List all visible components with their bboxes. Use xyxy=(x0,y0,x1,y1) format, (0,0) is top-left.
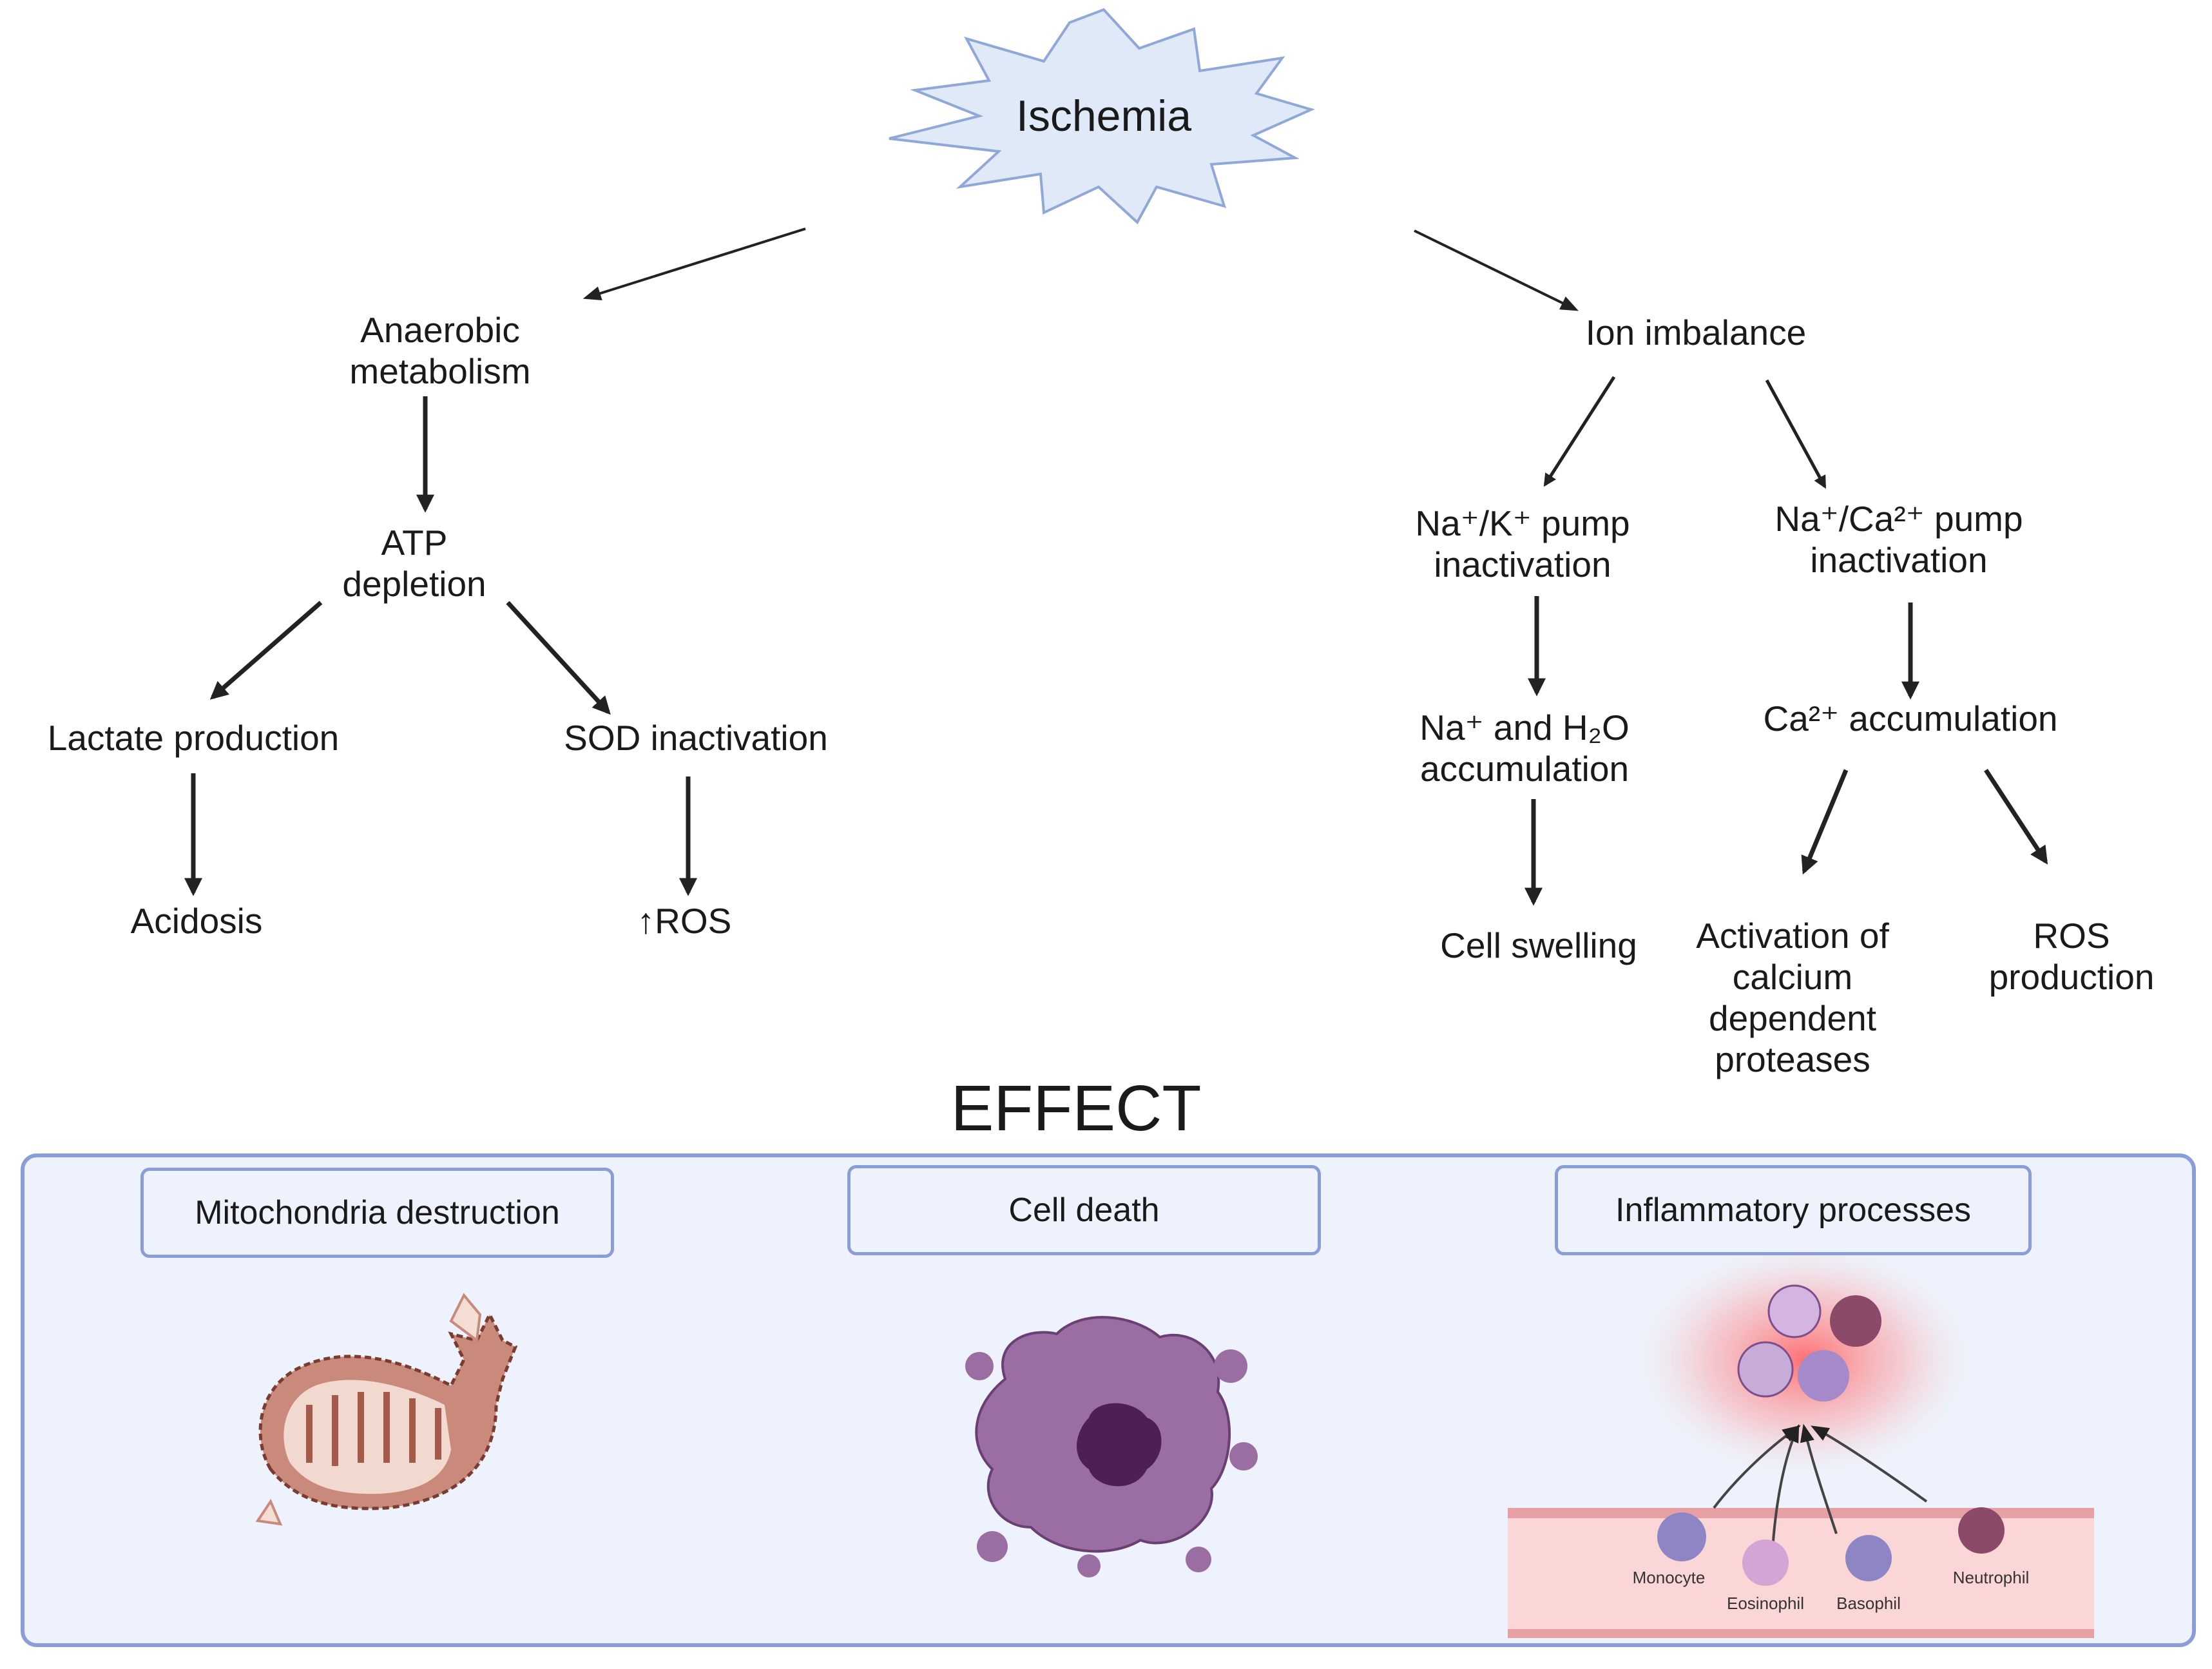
node-ros-increase: ↑ROS xyxy=(637,901,732,941)
cell-label-eosinophil: Eosinophil xyxy=(1727,1594,1804,1613)
node-na-h2o-accumulation: Na⁺ and H₂O accumulation xyxy=(1419,708,1630,789)
cell-label-basophil: Basophil xyxy=(1836,1594,1901,1613)
panel-mitochondria-destruction: Mitochondria destruction xyxy=(140,1168,614,1258)
node-calcium-proteases: Activation of calcium dependent protease… xyxy=(1696,916,1889,1079)
node-ros-production: ROS production xyxy=(1988,916,2155,997)
arrows xyxy=(184,227,2048,906)
node-ischemia: Ischemia xyxy=(1015,92,1192,140)
mitochondrion-illustration xyxy=(255,1293,518,1526)
cell-label-monocyte: Monocyte xyxy=(1633,1568,1706,1587)
arrow-ca-proteases xyxy=(1801,769,1849,875)
inflammation-illustration: Monocyte Eosinophil Basophil Neutrophil xyxy=(1508,1244,2094,1638)
arrow-ion-naca xyxy=(1765,379,1827,489)
cell-death-illustration xyxy=(965,1316,1258,1577)
arrow-ion-nak xyxy=(1543,376,1616,487)
node-nak-pump: Na⁺/K⁺ pump inactivation xyxy=(1415,503,1630,584)
node-ca-accumulation: Ca²⁺ accumulation xyxy=(1763,699,2058,738)
node-sod-inactivation: SOD inactivation xyxy=(564,718,828,758)
effect-heading: EFFECT xyxy=(950,1072,1202,1144)
node-cell-swelling: Cell swelling xyxy=(1440,925,1637,965)
node-naca-pump: Na⁺/Ca²⁺ pump inactivation xyxy=(1774,499,2023,580)
arrow-atp-sod xyxy=(506,601,611,715)
ischemia-starburst xyxy=(889,8,1315,225)
panel-inflammatory-processes: Inflammatory processes xyxy=(1555,1165,2032,1255)
panel-cell-death: Cell death xyxy=(847,1165,1321,1255)
arrow-atp-lactate xyxy=(209,601,323,700)
node-ion-imbalance: Ion imbalance xyxy=(1585,313,1807,352)
node-atp-depletion: ATP depletion xyxy=(342,523,486,604)
node-lactate-production: Lactate production xyxy=(47,718,340,758)
node-acidosis: Acidosis xyxy=(130,901,263,941)
arrow-ischemia-ion xyxy=(1414,229,1579,311)
cell-label-neutrophil: Neutrophil xyxy=(1953,1568,2030,1587)
node-anaerobic-metabolism: Anaerobic metabolism xyxy=(349,310,531,391)
arrow-ca-ros xyxy=(1984,769,2048,865)
arrow-ischemia-anaerobic xyxy=(582,227,806,300)
